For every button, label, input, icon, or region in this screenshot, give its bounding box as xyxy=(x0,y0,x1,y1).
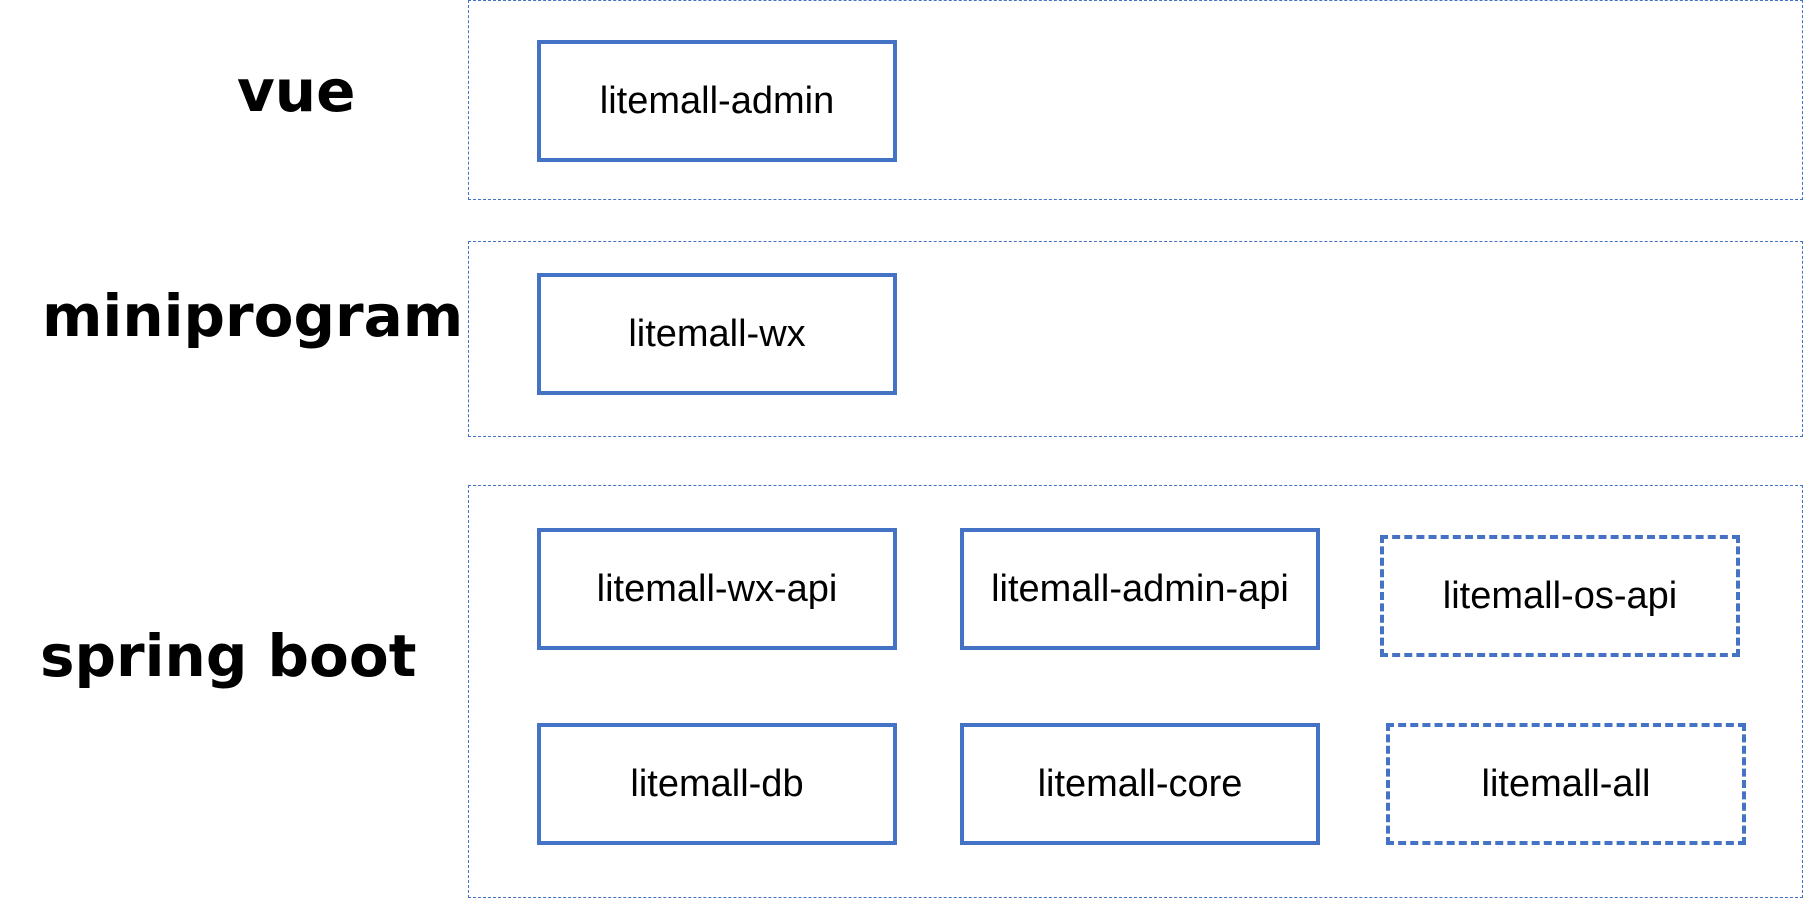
module-litemall-db: litemall-db xyxy=(537,723,897,845)
module-litemall-admin-api: litemall-admin-api xyxy=(960,528,1320,650)
module-litemall-os-api: litemall-os-api xyxy=(1380,535,1740,657)
module-litemall-core: litemall-core xyxy=(960,723,1320,845)
module-litemall-admin: litemall-admin xyxy=(537,40,897,162)
module-litemall-wx-api: litemall-wx-api xyxy=(537,528,897,650)
layer-label-miniprogram: miniprogram xyxy=(42,282,464,350)
layer-label-spring-boot: spring boot xyxy=(40,622,417,690)
module-litemall-all: litemall-all xyxy=(1386,723,1746,845)
module-litemall-wx: litemall-wx xyxy=(537,273,897,395)
layer-label-vue: vue xyxy=(237,57,356,125)
